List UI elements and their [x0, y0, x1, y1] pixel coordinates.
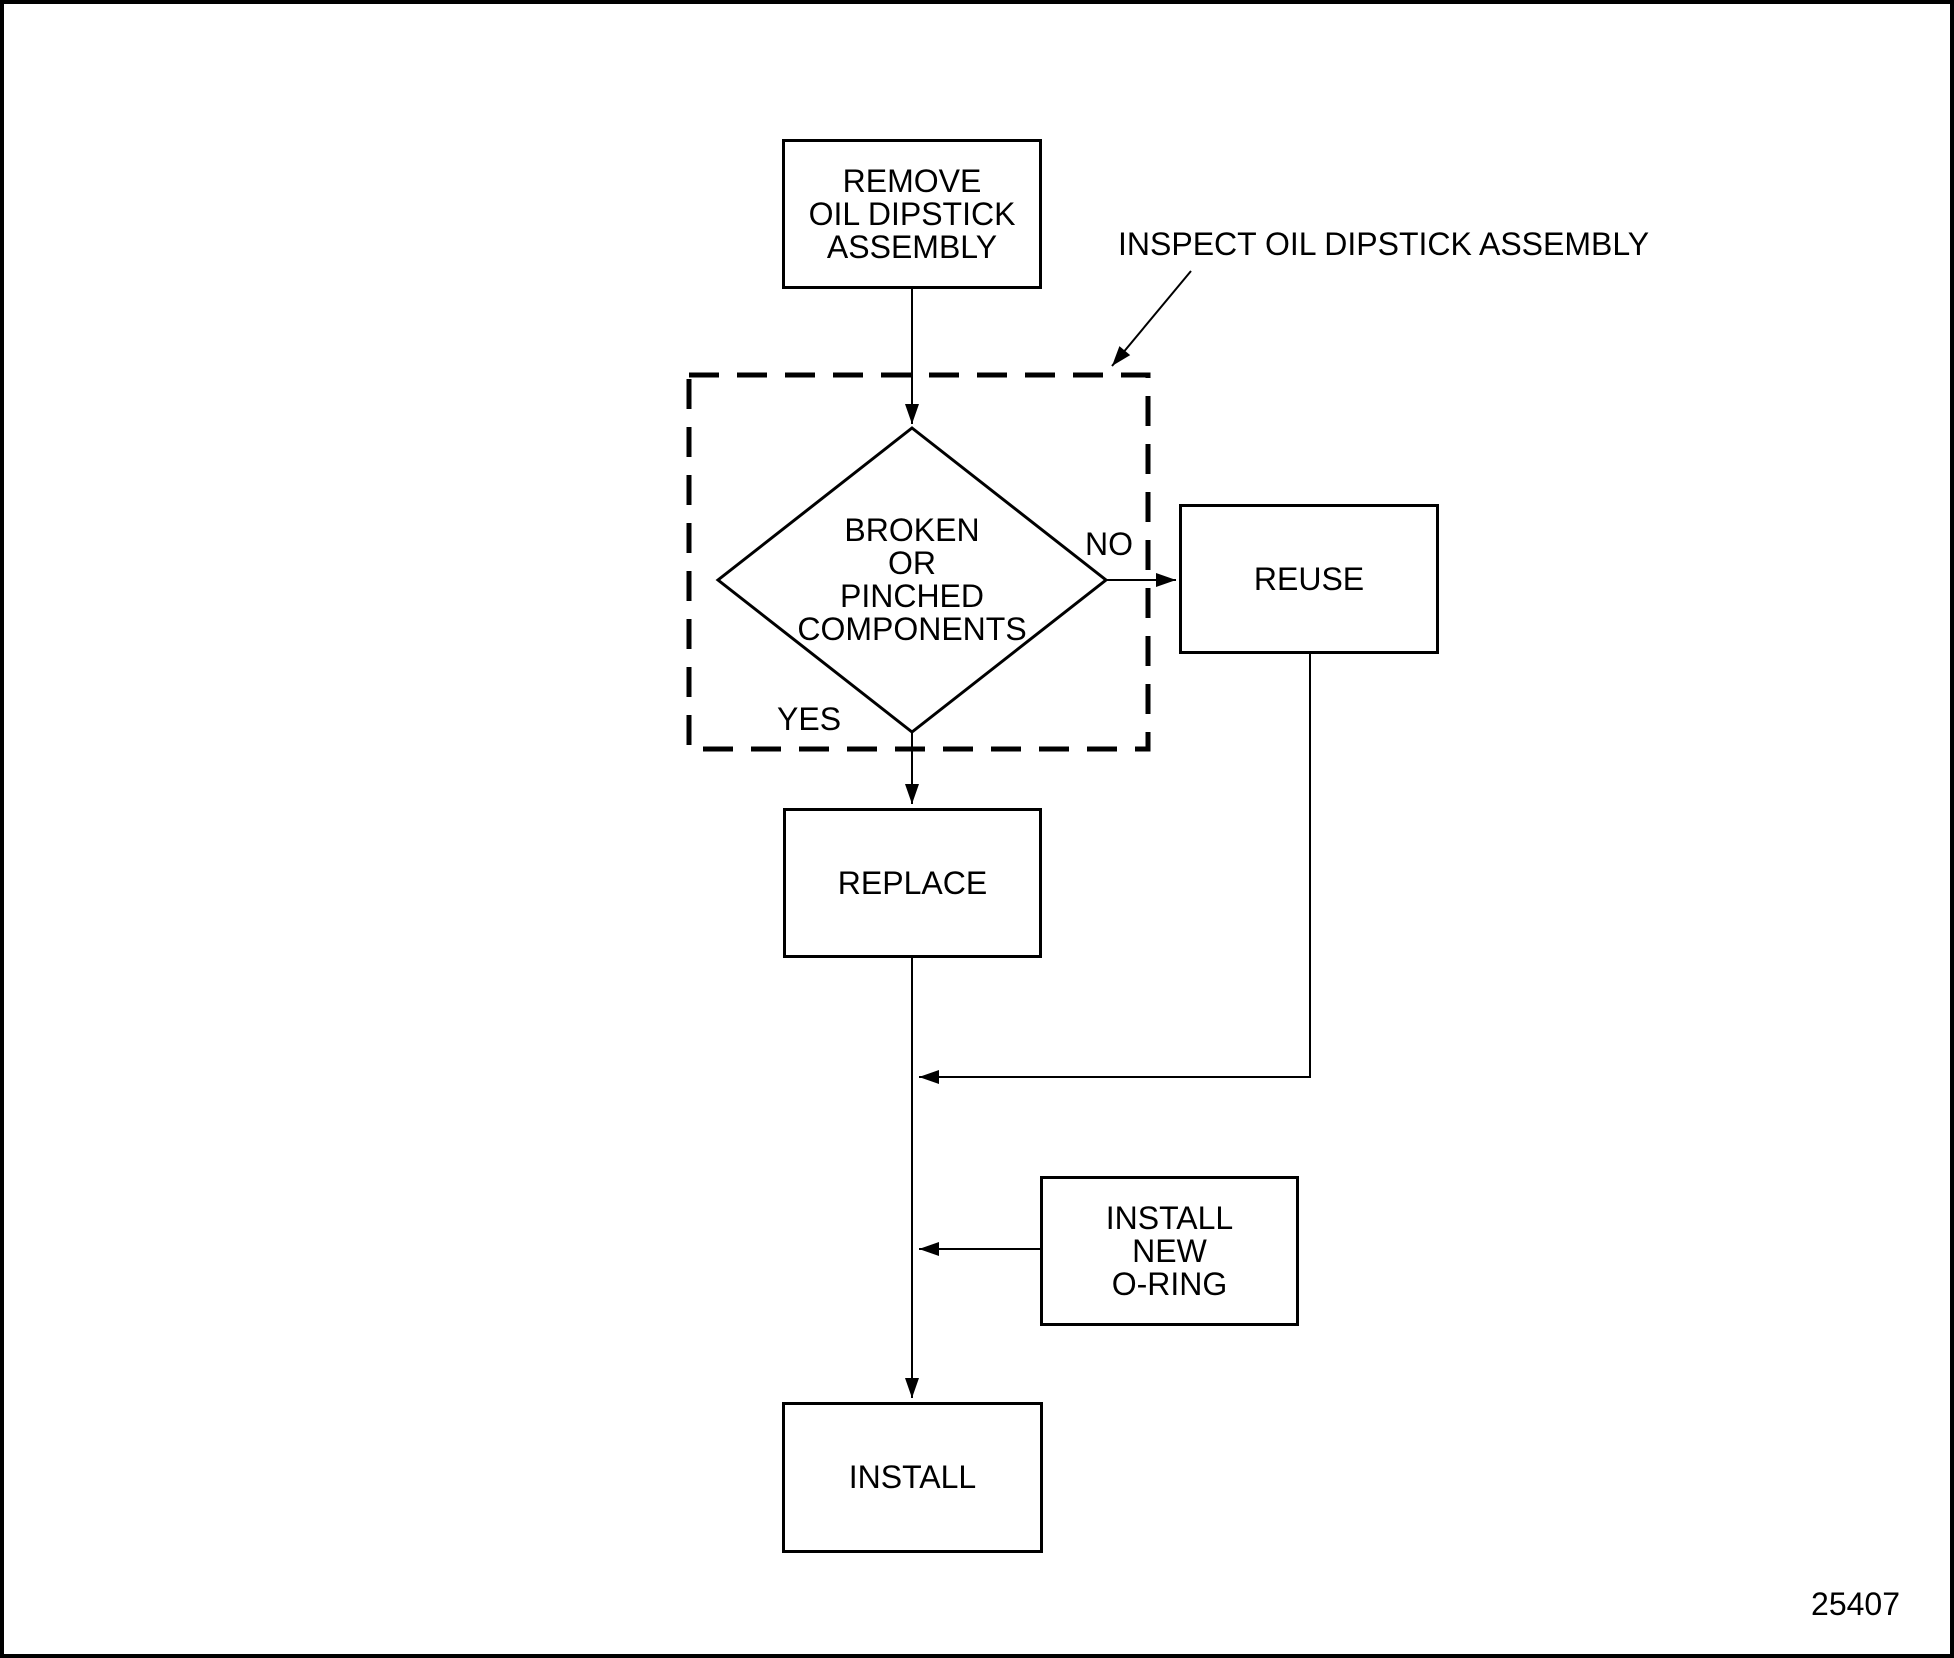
annotation-pointer-line [1111, 270, 1192, 367]
node-install-new-oring: INSTALL NEW O-RING [1040, 1176, 1299, 1326]
decision-diamond-label: BROKEN OR PINCHED COMPONENTS [797, 512, 1027, 647]
node-replace: REPLACE [783, 808, 1042, 958]
branch-label-yes: YES [777, 701, 842, 737]
inspect-annotation-label: INSPECT OIL DIPSTICK ASSEMBLY [1118, 226, 1650, 262]
inspection-group-outline [686, 372, 1151, 752]
node-reuse: REUSE [1179, 504, 1439, 654]
node-remove-oil-dipstick-assembly: REMOVE OIL DIPSTICK ASSEMBLY [782, 139, 1042, 289]
branch-label-no: NO [1085, 526, 1133, 562]
node-install: INSTALL [782, 1402, 1043, 1553]
figure-number: 25407 [1811, 1586, 1900, 1622]
edge-reuse-to-main-line [919, 653, 1311, 1084]
